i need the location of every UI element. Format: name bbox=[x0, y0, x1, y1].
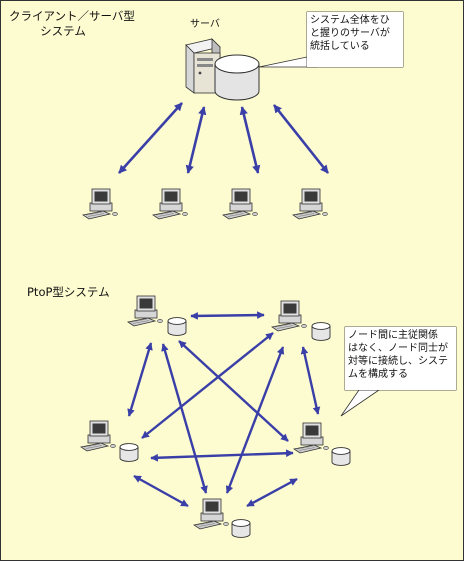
p2p-callout-text: ノード間に主従関係 はなく、ノード同士が 対等に接続し、システ ムを構成する bbox=[345, 327, 456, 390]
arrow-n4-n5 bbox=[246, 477, 298, 508]
arrow-n2-n4 bbox=[300, 346, 321, 415]
client-server-title-line-2: システム bbox=[40, 24, 86, 38]
p2p-title: PtoP型システム bbox=[27, 285, 110, 299]
node-database-icon bbox=[167, 317, 187, 336]
p2p-node-4 bbox=[293, 422, 351, 466]
p2p-callout-line-3: 対等に接続し、システ bbox=[348, 356, 448, 367]
node-database-icon bbox=[119, 443, 139, 462]
p2p-node-1 bbox=[127, 295, 187, 336]
arrow-server-client-1 bbox=[118, 102, 183, 174]
server-callout-line-1: システム全体をひ bbox=[310, 15, 390, 26]
node-database-icon bbox=[331, 447, 351, 466]
p2p-callout-line-1: ノード間に主従関係 bbox=[348, 330, 438, 341]
p2p-node-2 bbox=[271, 300, 331, 341]
p2p-node-3 bbox=[80, 420, 139, 462]
node-pc-icon bbox=[80, 420, 116, 452]
client-pc-icon bbox=[222, 188, 258, 220]
arrow-n3-n4 bbox=[150, 449, 294, 462]
client-pc-icon bbox=[292, 188, 328, 220]
server-callout-text: システム全体をひ と握りのサーバが 統括している bbox=[307, 12, 403, 67]
client-server-arrows bbox=[118, 102, 330, 174]
p2p-callout-line-4: ムを構成する bbox=[348, 369, 408, 380]
server-label: サーバ bbox=[190, 19, 220, 30]
node-pc-icon bbox=[193, 498, 229, 530]
node-pc-icon bbox=[127, 295, 163, 327]
node-database-icon bbox=[311, 322, 331, 341]
arrow-n1-n4 bbox=[178, 340, 289, 442]
arrow-server-client-4 bbox=[272, 104, 330, 174]
node-database-icon bbox=[231, 519, 251, 538]
p2p-node-5 bbox=[193, 498, 251, 538]
arrow-server-client-2 bbox=[185, 106, 207, 174]
server-callout-line-2: と握りのサーバが bbox=[310, 28, 390, 39]
arrow-n1-n3 bbox=[127, 342, 153, 417]
client-server-title-line-1: クライアント／サーバ型 bbox=[9, 9, 135, 23]
p2p-callout-line-2: はなく、ノード同士が bbox=[348, 343, 448, 354]
p2p-arrows bbox=[127, 311, 321, 508]
server-database-icon bbox=[214, 54, 260, 101]
server-callout-line-3: 統括している bbox=[310, 41, 370, 52]
client-pc-icon bbox=[82, 188, 118, 220]
client-server-title: クライアント／サーバ型 システム bbox=[9, 9, 135, 39]
arrow-n2-n5 bbox=[225, 346, 285, 494]
node-pc-icon bbox=[293, 422, 329, 454]
node-pc-icon bbox=[271, 300, 307, 332]
arrow-n1-n5 bbox=[161, 343, 208, 494]
arrow-server-client-3 bbox=[239, 106, 261, 174]
arrow-n3-n5 bbox=[133, 474, 189, 508]
client-pc-icon bbox=[152, 188, 188, 220]
arrow-n1-n2 bbox=[190, 311, 265, 320]
